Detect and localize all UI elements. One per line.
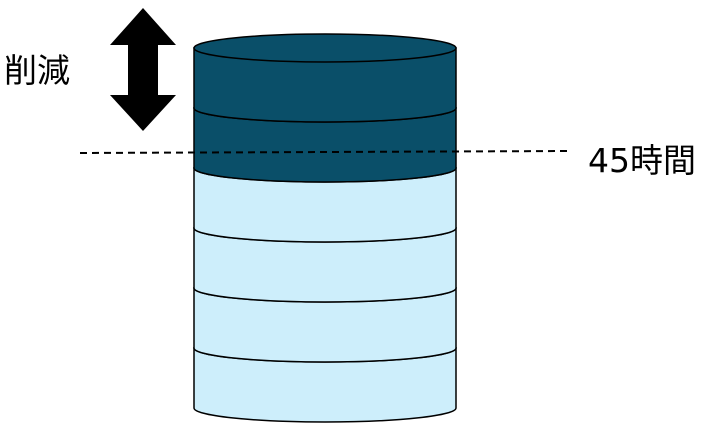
remaining-hours-segment (193, 227, 457, 303)
remaining-hours-segment (193, 287, 457, 363)
reduced-hours-segment (193, 47, 457, 123)
threshold-dashed-line (79, 150, 571, 154)
threshold-label: 45時間 (588, 141, 696, 180)
double-arrow-icon (110, 8, 176, 131)
remaining-hours-segment (193, 167, 457, 243)
remaining-hours-segment (193, 347, 457, 423)
reduced-hours-segment (193, 107, 457, 183)
segment-top-ellipse (193, 33, 457, 63)
reduction-label: 削減 (4, 51, 70, 90)
